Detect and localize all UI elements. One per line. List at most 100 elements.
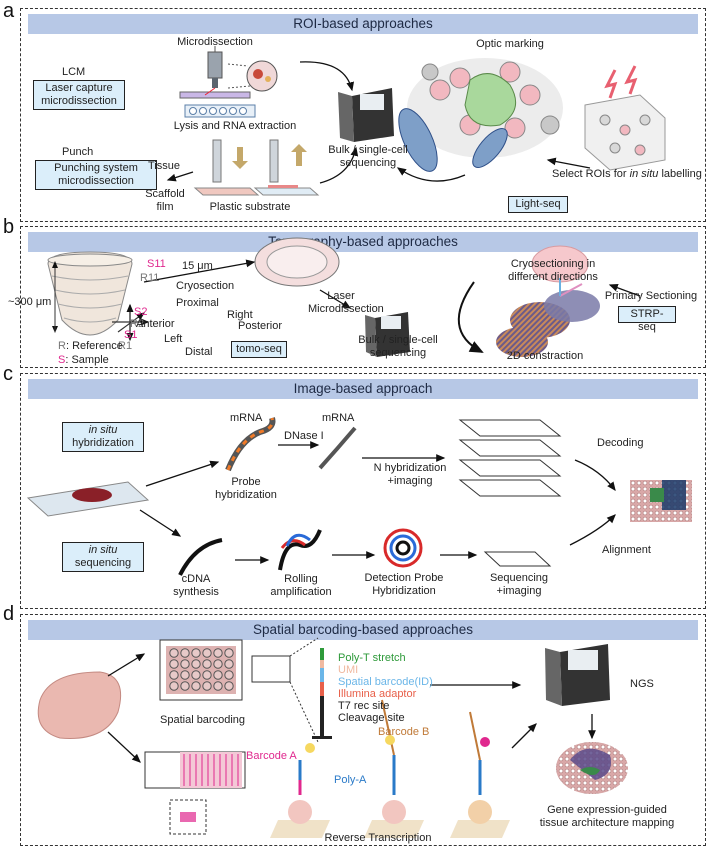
array-well bbox=[213, 681, 223, 691]
capture-slide-icon bbox=[144, 751, 246, 789]
section-disk-icon bbox=[254, 237, 340, 287]
panel-c bbox=[20, 373, 706, 609]
legend-reference: R: Reference bbox=[58, 340, 123, 352]
array-well bbox=[224, 681, 234, 691]
array-well bbox=[191, 681, 201, 691]
label-bulk-a: Bulk / single-cell sequencing bbox=[328, 144, 408, 169]
array-well bbox=[169, 670, 179, 680]
label-probe-hyb: Probe hybridization bbox=[215, 476, 277, 501]
microscope-icon bbox=[179, 46, 251, 99]
label-umi: UMI bbox=[338, 664, 359, 676]
panel-a bbox=[20, 8, 706, 222]
label-primary: Primary Sectioning bbox=[604, 290, 698, 302]
rolling-amplification-icon bbox=[278, 529, 322, 571]
array-well bbox=[191, 670, 201, 680]
label-microdissection: Microdissection bbox=[177, 36, 253, 48]
array-well bbox=[191, 659, 201, 669]
label-tissue: Tissue bbox=[148, 160, 180, 172]
lcm-callout: Laser capture microdissection bbox=[33, 80, 125, 110]
array-well bbox=[202, 681, 212, 691]
label-15um: 15 μm bbox=[182, 260, 213, 272]
barcode-grid bbox=[183, 754, 239, 786]
label-bulk-b: Bulk / single-cell sequencing bbox=[358, 334, 438, 359]
label-barcode-b: Barcode B bbox=[378, 726, 430, 738]
label-left: Left bbox=[164, 333, 183, 345]
tissue-cells-icon bbox=[398, 58, 563, 172]
label-cdna: cDNA synthesis bbox=[173, 573, 219, 598]
oligo-strand-icon bbox=[312, 648, 332, 739]
panel-letter-c: c bbox=[3, 363, 13, 385]
label-s11: S11 bbox=[147, 258, 166, 270]
sequencing-image-icon bbox=[483, 551, 552, 567]
array-well bbox=[202, 648, 212, 658]
array-well bbox=[224, 659, 234, 669]
array-well bbox=[180, 659, 190, 669]
label-cleavage: Cleavage site bbox=[338, 712, 405, 724]
label-rt: Reverse Transcription bbox=[324, 832, 432, 844]
label-posterior: Posterior bbox=[238, 320, 283, 332]
label-mrna-1: mRNA bbox=[230, 412, 263, 424]
banner-roi: ROI-based approaches bbox=[28, 14, 698, 34]
panel-d bbox=[20, 614, 706, 846]
label-spatial-barcode: Spatial barcode(ID) bbox=[338, 676, 433, 688]
label-mrna-2: mRNA bbox=[322, 412, 355, 424]
slide-icon bbox=[26, 481, 150, 517]
tissue-cone-icon bbox=[47, 251, 133, 336]
well-plate-icon bbox=[184, 104, 256, 118]
label-scaffold: Scaffold film bbox=[145, 188, 185, 213]
image-stack-icon bbox=[458, 419, 562, 497]
label-lysis: Lysis and RNA extraction bbox=[173, 120, 297, 132]
label-s2: S2 bbox=[134, 306, 148, 318]
panel-letter-a: a bbox=[3, 0, 15, 22]
tissue-section-icon bbox=[37, 671, 122, 739]
array-well bbox=[180, 648, 190, 658]
punch-callout: Punching system microdissection bbox=[35, 160, 157, 190]
detection-spiral-icon bbox=[383, 528, 423, 568]
label-300um: ~300 μm bbox=[8, 296, 52, 308]
label-laser: Laser Microdissection bbox=[308, 290, 384, 315]
array-well bbox=[191, 648, 201, 658]
label-polyt: Poly-T stretch bbox=[338, 652, 406, 664]
label-seq-imaging: Sequencing +imaging bbox=[489, 572, 549, 597]
capture-cell-icon bbox=[270, 743, 330, 838]
label-spatial-barcoding: Spatial barcoding bbox=[160, 714, 246, 726]
decoded-map-icon bbox=[630, 480, 692, 522]
label-right: Right bbox=[227, 309, 253, 321]
cdna-icon bbox=[178, 538, 223, 576]
label-2d-construction: 2D constraction bbox=[506, 350, 584, 362]
label-alignment: Alignment bbox=[602, 544, 651, 556]
label-cryo-directions: Cryosectioning in different directions bbox=[508, 258, 598, 283]
label-r1: R1 bbox=[118, 340, 133, 352]
label-polya: Poly-A bbox=[334, 774, 367, 786]
optic-cube-icon bbox=[584, 65, 666, 171]
sequencer-icon bbox=[545, 644, 610, 706]
sequencer-icon bbox=[365, 312, 410, 357]
panel-letter-b: b bbox=[3, 216, 15, 238]
label-t7: T7 rec site bbox=[338, 700, 390, 712]
label-lcm: LCM bbox=[62, 66, 86, 78]
label-ngs: NGS bbox=[630, 678, 654, 690]
array-well bbox=[169, 659, 179, 669]
label-anterior: Anterior bbox=[136, 318, 175, 330]
label-proximal: Proximal bbox=[176, 297, 219, 309]
array-well bbox=[213, 670, 223, 680]
array-well bbox=[202, 659, 212, 669]
array-well bbox=[180, 670, 190, 680]
array-well bbox=[202, 670, 212, 680]
light-seq-callout: Light-seq bbox=[508, 196, 568, 213]
label-cryosection: Cryosection bbox=[176, 280, 235, 292]
panel-letter-d: d bbox=[3, 603, 15, 625]
label-distal: Distal bbox=[185, 346, 213, 358]
label-n-hyb: N hybridization +imaging bbox=[373, 462, 447, 487]
probe-mrna-icon bbox=[225, 417, 276, 472]
array-wells bbox=[169, 648, 234, 691]
label-illumina: Illumina adaptor bbox=[338, 688, 417, 700]
punch-needle-icon bbox=[212, 139, 307, 183]
mrna-icon bbox=[318, 426, 357, 470]
strp-seq-callout: STRP-seq bbox=[618, 306, 676, 333]
label-optic-marking: Optic marking bbox=[476, 38, 544, 50]
label-rolling: Rolling amplification bbox=[270, 573, 332, 598]
